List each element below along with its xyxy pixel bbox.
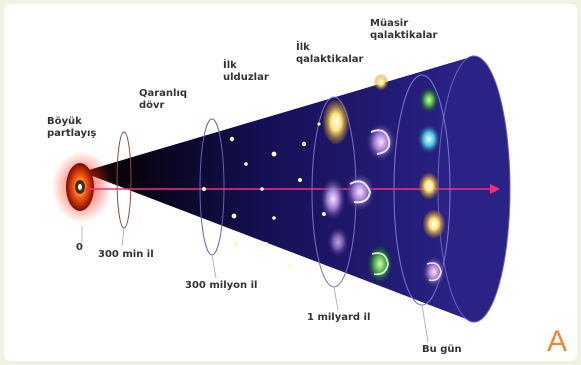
label-big-bang: Böyük partlayış — [47, 116, 97, 139]
time-label-1b-years: 1 milyard il — [307, 312, 371, 323]
time-label-300m-years: 300 milyon il — [185, 280, 258, 291]
time-label-today: Bu gün — [422, 344, 462, 355]
first-stars-group — [202, 102, 326, 268]
label-dark-age: Qaranlıq dövr — [139, 88, 188, 111]
label-first-galaxies: İlk qalaktikalar — [296, 42, 364, 65]
first-galaxies-group — [321, 100, 395, 282]
figure-frame: Böyük partlayış Qaranlıq dövr İlk ulduzl… — [4, 4, 577, 361]
panel-letter: A — [546, 325, 567, 358]
label-modern-galaxies: Müasir qalaktikalar — [370, 18, 438, 41]
time-label-zero: 0 — [76, 242, 83, 253]
universe-timeline-cone — [52, 55, 511, 343]
label-first-stars: İlk ulduzlar — [223, 60, 269, 83]
modern-galaxies-group — [374, 74, 445, 287]
time-label-300k-years: 300 min il — [98, 249, 154, 260]
arrow-head-icon — [490, 184, 500, 194]
